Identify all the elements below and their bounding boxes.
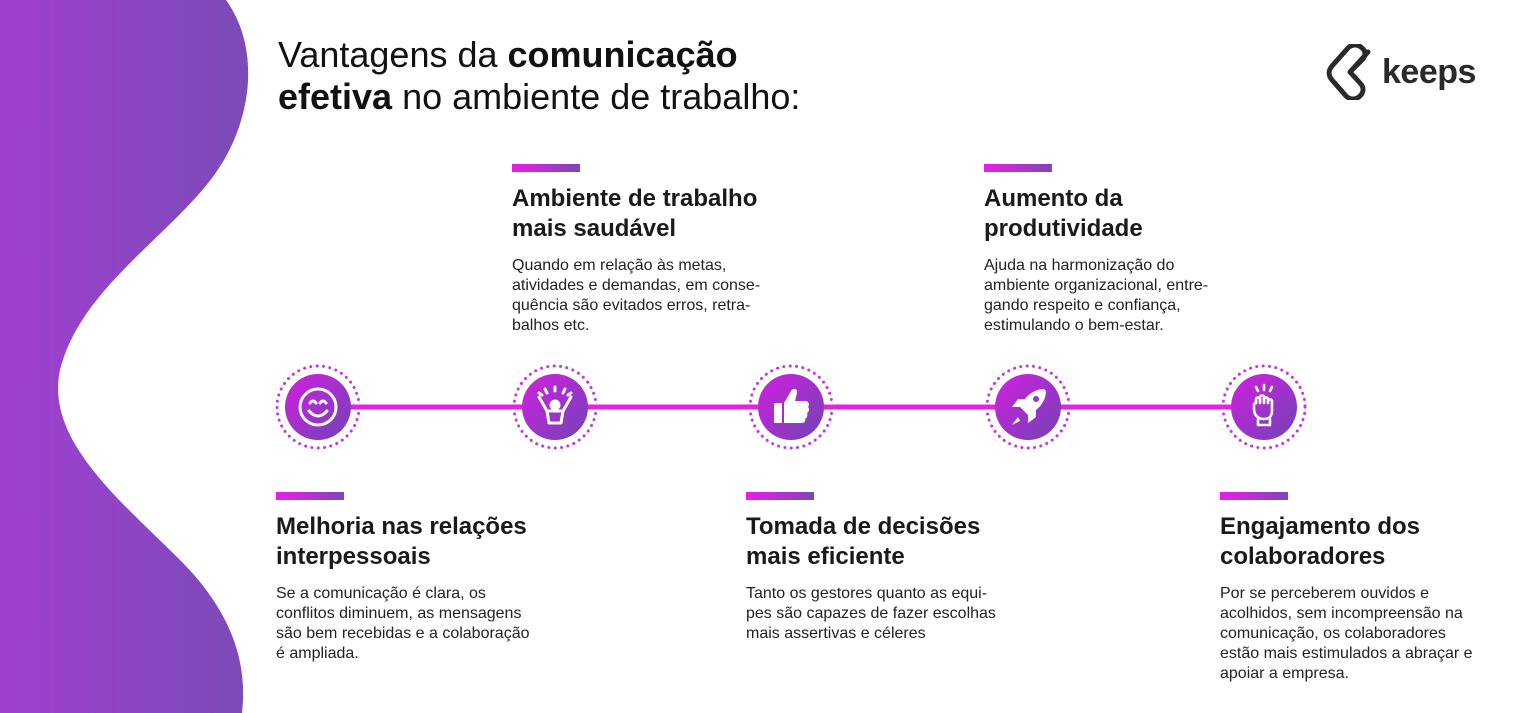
accent-bar (746, 492, 814, 500)
benefit-text: Se a comunicação é clara, os conflitos d… (276, 585, 530, 662)
smile-icon (298, 387, 338, 427)
accent-bar (276, 492, 344, 500)
accent-bar (512, 164, 580, 172)
benefit-text: Por se perceberem ouvidos e acolhidos, s… (1220, 585, 1473, 682)
timeline-node-4 (985, 364, 1071, 450)
timeline-node-2 (512, 364, 598, 450)
accent-bar (1220, 492, 1288, 500)
raised-fist-icon (1252, 383, 1274, 427)
keeps-logo-icon (1326, 44, 1371, 100)
decorative-wave (0, 0, 249, 713)
benefit-text: Tanto os gestores quanto as equi- pes sã… (746, 585, 996, 642)
logo-text: keeps (1382, 52, 1476, 91)
celebrating-person-icon (537, 385, 573, 425)
timeline-node-1 (275, 364, 361, 450)
page-title: Vantagens da comunicação efetiva no ambi… (278, 34, 801, 117)
thumbs-up-icon (774, 388, 810, 423)
keeps-logo: keeps (1326, 40, 1476, 104)
accent-bar (984, 164, 1052, 172)
timeline-node-5 (1221, 364, 1307, 450)
rocket-icon (1012, 389, 1046, 425)
benefit-text: Ajuda na harmonização do ambiente organi… (984, 257, 1209, 334)
benefit-text: Quando em relação às metas, atividades e… (512, 257, 761, 334)
timeline-node-3 (748, 364, 834, 450)
